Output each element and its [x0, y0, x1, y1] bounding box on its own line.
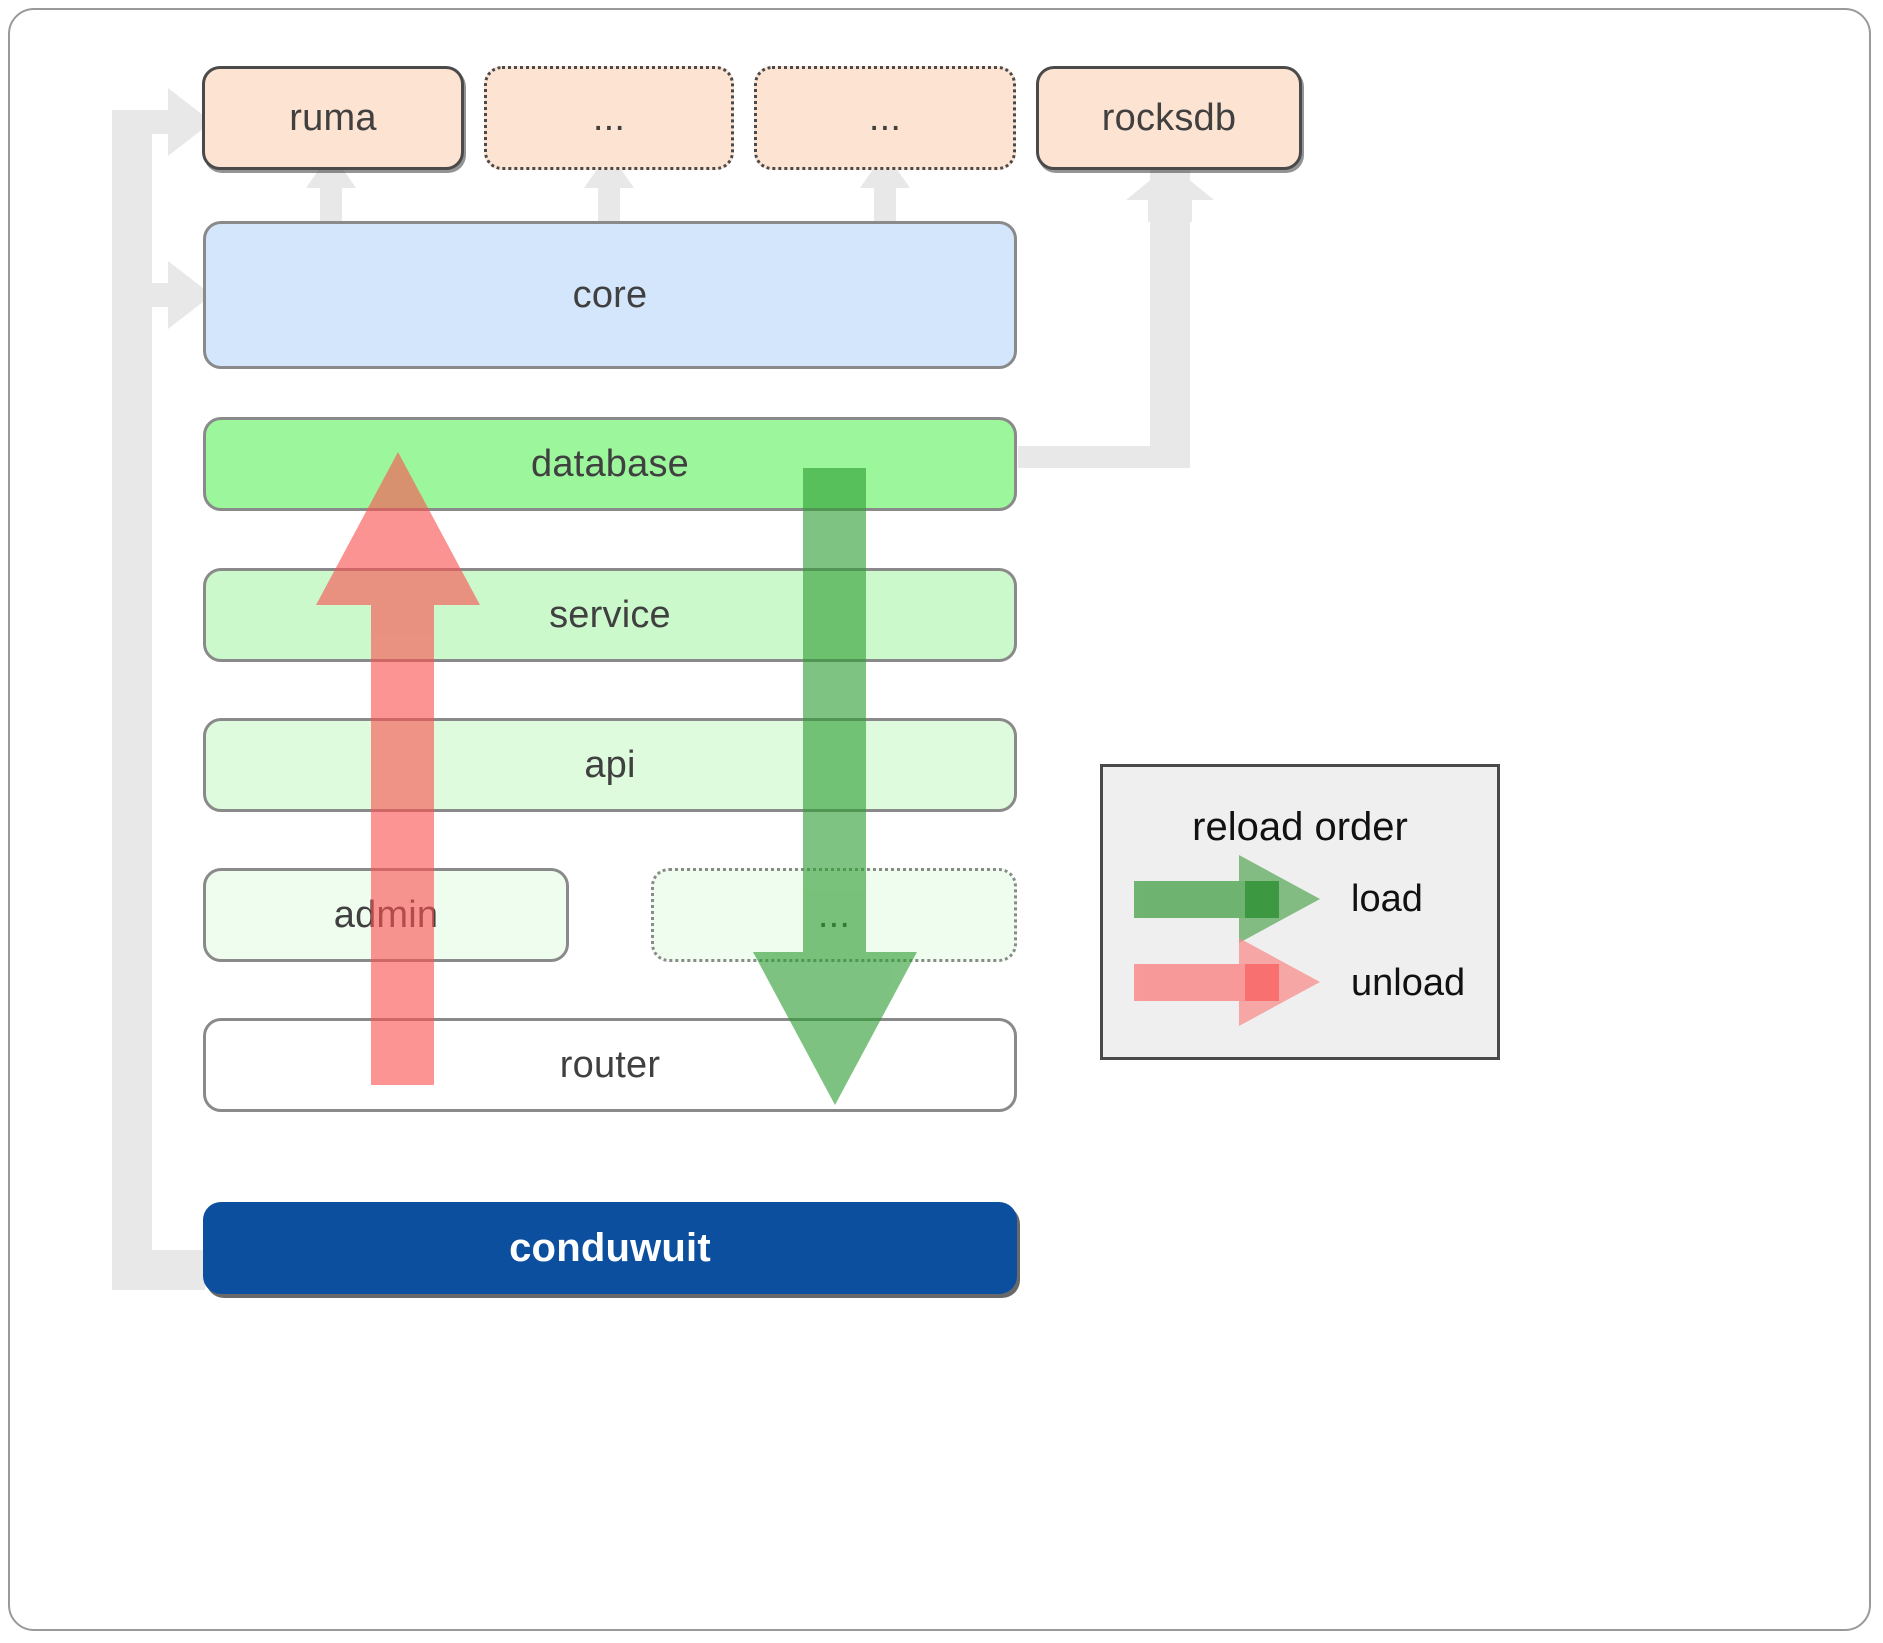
dependency-rocksdb-label: rocksdb — [1101, 96, 1237, 139]
crate-router[interactable]: router — [203, 1018, 1017, 1112]
app-conduwuit-label: conduwuit — [509, 1225, 711, 1270]
legend-label-unload: unload — [1351, 962, 1465, 1005]
crate-core-label: core — [572, 273, 648, 316]
legend-panel: reload order — [1100, 764, 1500, 1060]
crate-database-label: database — [531, 442, 689, 485]
legend-label-load: load — [1351, 878, 1423, 921]
crate-more[interactable]: ... — [651, 868, 1017, 962]
dependency-more-1[interactable]: ... — [484, 66, 734, 170]
crate-api-label: api — [584, 743, 636, 786]
crate-database[interactable]: database — [203, 417, 1017, 511]
dependency-more-2[interactable]: ... — [754, 66, 1016, 170]
dependency-more-2-label: ... — [868, 96, 902, 139]
dependency-more-1-label: ... — [592, 96, 626, 139]
crate-admin[interactable]: admin — [203, 868, 569, 962]
crate-core[interactable]: core — [203, 221, 1017, 369]
legend-unload-text: unload — [1351, 962, 1466, 1004]
legend-title: reload order — [1192, 805, 1408, 849]
crate-service-label: service — [549, 593, 671, 636]
legend-load-text: load — [1351, 878, 1423, 920]
dependency-rocksdb[interactable]: rocksdb — [1036, 66, 1302, 170]
app-conduwuit[interactable]: conduwuit — [203, 1202, 1017, 1294]
crate-api[interactable]: api — [203, 718, 1017, 812]
dependency-ruma-label: ruma — [289, 96, 377, 139]
crate-more-label: ... — [817, 893, 851, 936]
crate-admin-label: admin — [333, 893, 439, 936]
dependency-ruma[interactable]: ruma — [202, 66, 464, 170]
crate-service[interactable]: service — [203, 568, 1017, 662]
crate-router-label: router — [559, 1043, 661, 1086]
